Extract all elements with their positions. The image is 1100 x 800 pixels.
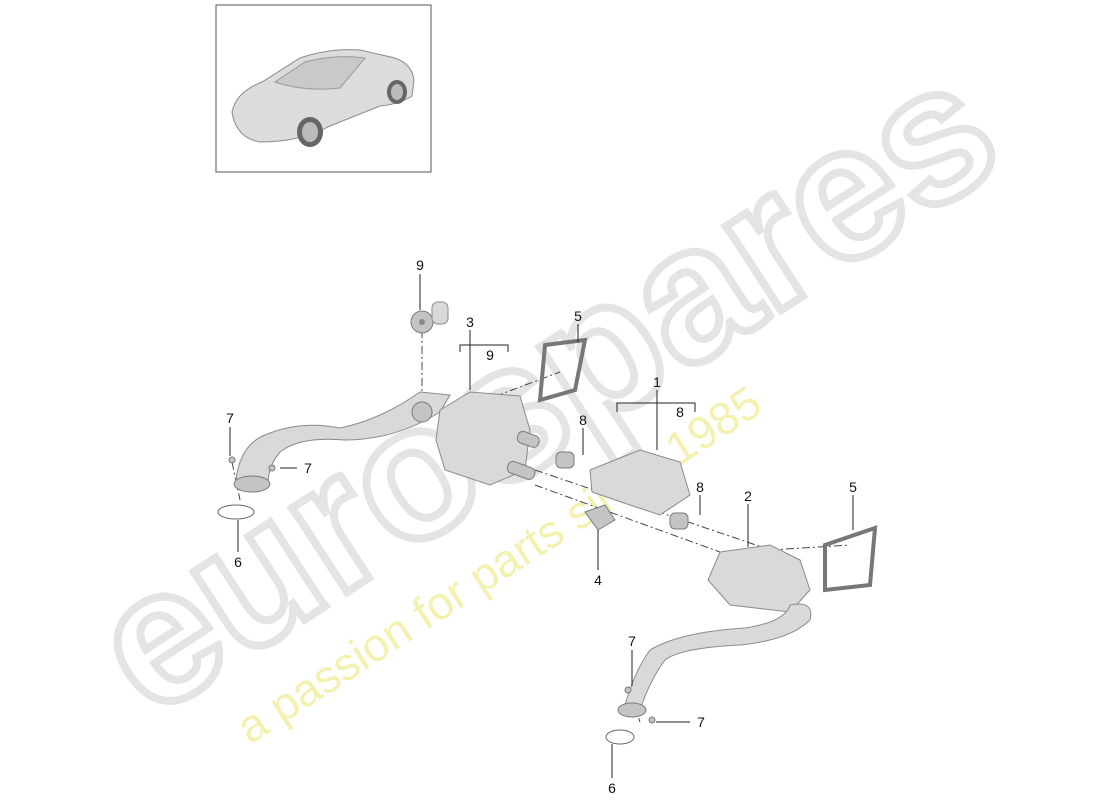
rubber-sleeve[interactable] (431, 301, 449, 325)
valve-actuator[interactable] (584, 504, 616, 531)
rubber-mount-top-hole (419, 319, 425, 325)
callout-5-left[interactable]: 5 (574, 308, 582, 324)
right-bolt-2[interactable] (648, 716, 656, 724)
left-flange[interactable] (233, 475, 271, 493)
callout-7-left-right[interactable]: 7 (304, 460, 312, 476)
callout-6-bottom[interactable]: 6 (608, 780, 616, 796)
right-flange[interactable] (617, 702, 647, 718)
right-bolt[interactable] (624, 686, 632, 694)
callout-3[interactable]: 3 (466, 314, 474, 330)
watermark-brand: eurospares (57, 19, 1032, 755)
left-outlet-bottom[interactable] (506, 460, 536, 481)
callout-6-left[interactable]: 6 (234, 554, 242, 570)
callout-2[interactable]: 2 (744, 488, 752, 504)
rubber-mount-bottom[interactable] (411, 401, 433, 423)
callout-9[interactable]: 9 (416, 257, 424, 273)
right-gasket[interactable] (605, 729, 635, 745)
watermark: eurospares a passion for parts since 198… (53, 15, 1036, 759)
callout-7-bottom-top[interactable]: 7 (628, 633, 636, 649)
callout-3-sub-9[interactable]: 9 (486, 347, 494, 363)
callout-1-sub-8[interactable]: 8 (676, 404, 684, 420)
left-bolt[interactable] (228, 456, 236, 464)
callout-labels: 9 3 9 5 1 8 8 7 7 6 8 2 5 4 7 7 6 (226, 257, 857, 796)
left-gasket[interactable] (217, 504, 255, 520)
leader-lines (229, 274, 854, 778)
left-bolt-2[interactable] (268, 464, 276, 472)
left-clamp-ring[interactable] (537, 337, 588, 403)
right-tailpipe[interactable] (624, 603, 812, 711)
callout-5-right[interactable]: 5 (849, 479, 857, 495)
right-clamp-ring[interactable] (823, 525, 878, 593)
callout-8-right[interactable]: 8 (696, 479, 704, 495)
callout-4[interactable]: 4 (594, 572, 602, 588)
callout-7-bottom-right[interactable]: 7 (697, 714, 705, 730)
callout-8-left[interactable]: 8 (579, 412, 587, 428)
connecting-pipe[interactable] (589, 449, 691, 516)
right-silencer[interactable] (707, 544, 811, 613)
clamp-left[interactable] (555, 451, 575, 469)
car-overview-icon (231, 49, 415, 147)
car-thumbnail[interactable] (215, 4, 432, 173)
callout-7-left-top[interactable]: 7 (226, 410, 234, 426)
left-outlet-top[interactable] (516, 430, 541, 449)
clamp-right[interactable] (669, 512, 689, 530)
callout-1[interactable]: 1 (653, 374, 661, 390)
